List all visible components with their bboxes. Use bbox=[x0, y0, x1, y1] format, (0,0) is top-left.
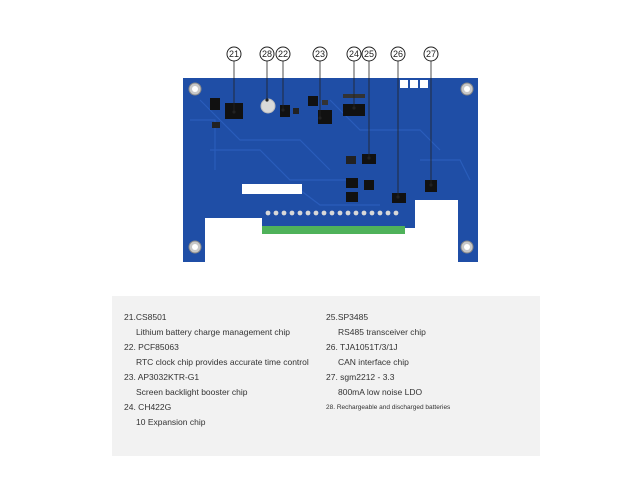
legend-item-21: 21.CS8501 Lithium battery charge managem… bbox=[124, 312, 290, 338]
legend-desc: 10 Expansion chip bbox=[136, 417, 206, 427]
svg-text:23: 23 bbox=[315, 49, 325, 59]
label-strip bbox=[242, 184, 302, 194]
terminal-block bbox=[262, 226, 405, 234]
legend-desc: 800mA low noise LDO bbox=[338, 387, 423, 397]
legend-item-27: 27. sgm2212 - 3.3 800mA low noise LDO bbox=[326, 372, 422, 398]
chip-23 bbox=[308, 96, 332, 124]
legend-title: 28. Rechargeable and discharged batterie… bbox=[326, 404, 451, 411]
callout-21: 21 bbox=[226, 46, 242, 62]
legend-panel: 21.CS8501 Lithium battery charge managem… bbox=[112, 296, 540, 456]
callout-27: 27 bbox=[423, 46, 439, 62]
legend-desc: RTC clock chip provides accurate time co… bbox=[136, 357, 309, 367]
svg-text:25: 25 bbox=[364, 49, 374, 59]
svg-text:26: 26 bbox=[393, 49, 403, 59]
warning-icons bbox=[400, 80, 428, 88]
leader-dots bbox=[232, 98, 433, 199]
legend-desc: Screen backlight booster chip bbox=[136, 387, 248, 397]
legend-title: 23. AP3032KTR-G1 bbox=[124, 372, 200, 382]
legend-title: 26. TJA1051T/3/1J bbox=[326, 342, 398, 352]
callout-25: 25 bbox=[361, 46, 377, 62]
legend-item-28: 28. Rechargeable and discharged batterie… bbox=[326, 402, 450, 413]
legend-title: 24. CH422G bbox=[124, 402, 172, 412]
legend-item-24: 24. CH422G 10 Expansion chip bbox=[124, 402, 205, 428]
callout-22: 22 bbox=[275, 46, 291, 62]
legend-title: 22. PCF85063 bbox=[124, 342, 179, 352]
svg-text:22: 22 bbox=[278, 49, 288, 59]
pcb-figure: 21 28 22 23 24 25 26 27 bbox=[183, 46, 478, 262]
legend-title: 21.CS8501 bbox=[124, 312, 167, 322]
legend-title: 27. sgm2212 - 3.3 bbox=[326, 372, 395, 382]
chip-22 bbox=[280, 105, 299, 117]
callout-26: 26 bbox=[390, 46, 406, 62]
header-pins bbox=[265, 210, 399, 216]
legend-desc: CAN interface chip bbox=[338, 357, 409, 367]
callout-28: 28 bbox=[259, 46, 275, 62]
legend-title: 25.SP3485 bbox=[326, 312, 369, 322]
legend-item-26: 26. TJA1051T/3/1J CAN interface chip bbox=[326, 342, 409, 368]
callout-23: 23 bbox=[312, 46, 328, 62]
pcb-board bbox=[183, 78, 478, 262]
leader-lines bbox=[233, 61, 432, 197]
svg-text:21: 21 bbox=[229, 49, 239, 59]
svg-text:27: 27 bbox=[426, 49, 436, 59]
mounting-holes bbox=[188, 82, 474, 254]
legend-item-22: 22. PCF85063 RTC clock chip provides acc… bbox=[124, 342, 309, 368]
callout-24: 24 bbox=[346, 46, 362, 62]
svg-text:24: 24 bbox=[349, 49, 359, 59]
legend-item-23: 23. AP3032KTR-G1 Screen backlight booste… bbox=[124, 372, 248, 398]
legend-desc: Lithium battery charge management chip bbox=[136, 327, 291, 337]
svg-text:28: 28 bbox=[262, 49, 272, 59]
legend-item-25: 25.SP3485 RS485 transceiver chip bbox=[326, 312, 426, 338]
legend-desc: RS485 transceiver chip bbox=[338, 327, 426, 337]
